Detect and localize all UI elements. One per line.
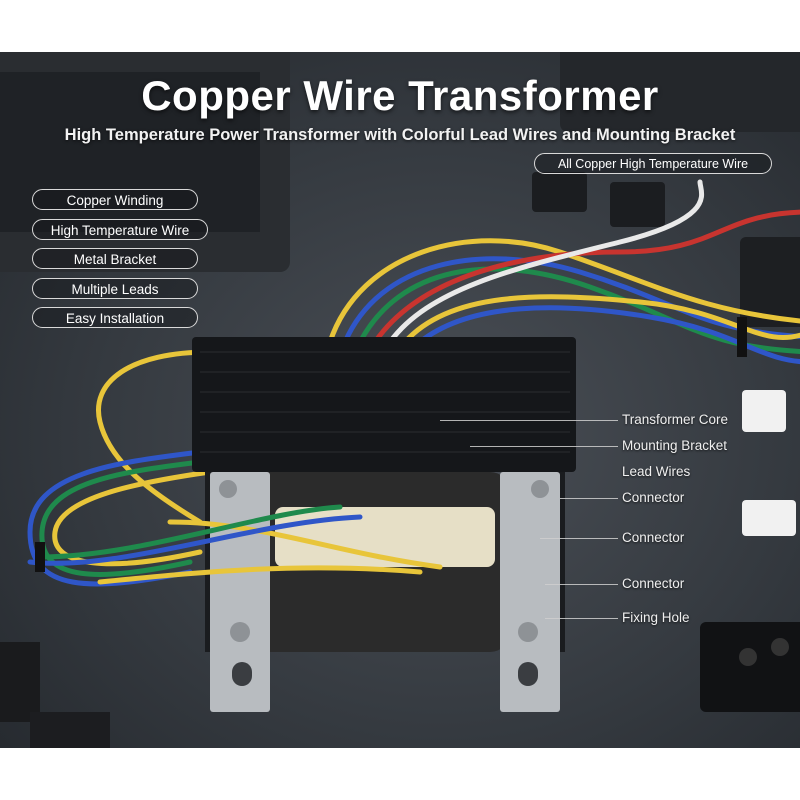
callout-line: [540, 538, 618, 539]
feature-badge: Easy Installation: [32, 307, 198, 328]
bolt: [230, 622, 250, 642]
cable-tie: [35, 542, 45, 572]
callout-line: [560, 498, 618, 499]
bolt: [531, 480, 549, 498]
fixing-hole: [232, 662, 252, 686]
feature-badge: High Temperature Wire: [32, 218, 208, 240]
feature-badge: Copper Winding: [32, 189, 198, 210]
fixing-hole: [518, 662, 538, 686]
black-component: [532, 172, 587, 212]
product-photo: Copper Wire Transformer High Temperature…: [0, 52, 800, 748]
coil-insulation: [275, 507, 495, 567]
bolt: [219, 480, 237, 498]
bolt: [518, 622, 538, 642]
transformer-illustration: [0, 52, 800, 748]
callout-label: Transformer Core: [622, 412, 729, 427]
feature-badge: Multiple Leads: [32, 277, 198, 299]
keyboard-right: [560, 52, 800, 132]
black-component-right: [740, 237, 800, 327]
callout-label: Connector: [622, 490, 685, 505]
callout-line: [470, 446, 618, 447]
callout-label: Fixing Hole: [622, 610, 690, 625]
connector-block: [700, 622, 800, 712]
mounting-bracket-right: [500, 472, 560, 712]
page-subtitle: High Temperature Power Transformer with …: [64, 126, 736, 144]
callout-line: [545, 618, 618, 619]
callout-label: Connector: [622, 530, 685, 545]
callout-line: [440, 420, 618, 421]
top-badge: All Copper High Temperature Wire: [534, 153, 772, 174]
callout-label: Connector: [622, 576, 685, 591]
callout-label: Lead Wires: [622, 464, 691, 479]
black-component: [610, 182, 665, 227]
page-title: Copper Wire Transformer: [141, 72, 659, 119]
connector-left: [30, 712, 110, 748]
cable-tie: [737, 317, 747, 357]
callout-line: [545, 584, 618, 585]
callout-label: Mounting Bracket: [622, 438, 728, 453]
feature-list: Copper Winding High Temperature Wire Met…: [32, 189, 208, 337]
white-connector: [742, 390, 786, 432]
white-connector: [742, 500, 796, 536]
feature-badge: Metal Bracket: [32, 248, 198, 269]
transformer-core: [192, 337, 576, 472]
chip-left: [0, 642, 40, 722]
